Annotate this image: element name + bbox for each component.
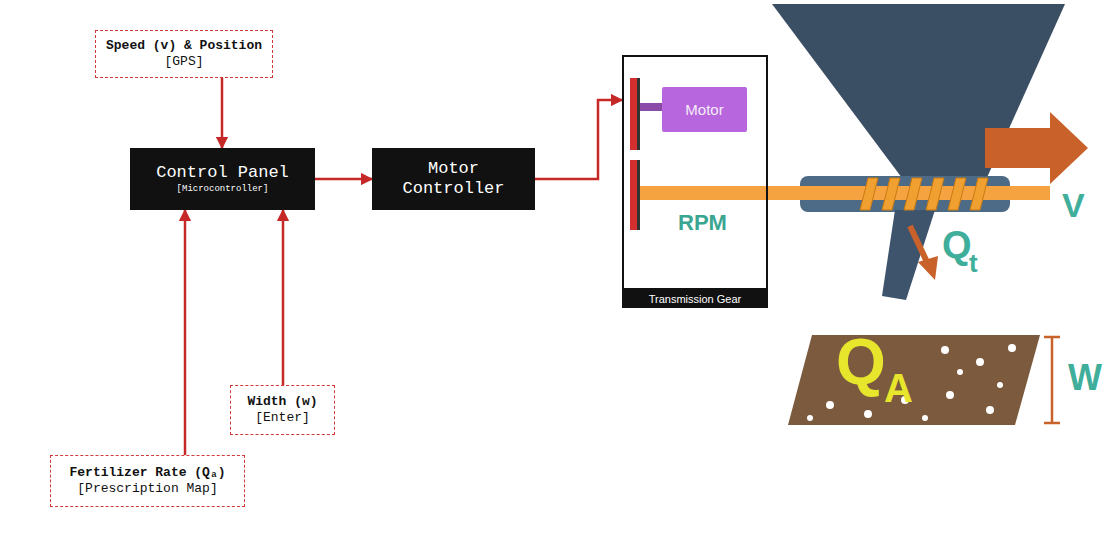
auger-flight (904, 178, 922, 210)
signal-arrow (184, 210, 187, 455)
node-subtitle: [Prescription Map] (77, 481, 217, 497)
spout (882, 210, 935, 300)
flow-arrow (910, 226, 927, 262)
auger-flight (882, 178, 900, 210)
auger-flight (860, 178, 878, 210)
auger-flight (970, 178, 988, 210)
input-box: Width (w)[Enter] (230, 385, 335, 435)
gear-plate-edge (637, 78, 640, 150)
rpm-label: RPM (678, 212, 727, 234)
node-title: Motor (685, 101, 723, 119)
node-subtitle: [GPS] (165, 54, 204, 70)
flow-label: Q (942, 226, 972, 264)
motor-box: Motor (662, 87, 747, 132)
area-rate-label: Q (836, 330, 886, 394)
input-box: Fertilizer Rate (Qₐ)[Prescription Map] (50, 455, 245, 507)
signal-arrow (535, 100, 622, 179)
input-box: Speed (v) & Position[GPS] (95, 30, 273, 78)
width-bracket (1044, 422, 1060, 425)
auger-flight (926, 178, 944, 210)
gear-plate (630, 160, 637, 230)
motor-controller: Motor Controller (372, 148, 535, 210)
width-bracket (1051, 337, 1054, 423)
travel-arrow (985, 112, 1088, 184)
node-title: Fertilizer Rate (Qₐ) (69, 465, 225, 481)
gear-plate-edge (637, 160, 640, 230)
node-subtitle: [Microcontroller] (177, 184, 269, 195)
auger-flight (948, 178, 966, 210)
width-bracket (1044, 336, 1060, 339)
node-title: Width (w) (247, 394, 317, 410)
flow-arrowhead (918, 256, 938, 280)
transmission-gear: Transmission GearMotor (622, 55, 768, 290)
width-label: W (1068, 360, 1102, 396)
auger-flights (860, 178, 988, 210)
ground-area (788, 335, 1040, 425)
velocity-label: V (1062, 188, 1085, 222)
control-panel: Control Panel[Microcontroller] (130, 148, 315, 210)
signal-arrow (315, 178, 372, 181)
signal-arrow (282, 210, 285, 385)
gear-plate (630, 78, 637, 150)
node-title: Motor Controller (382, 159, 525, 200)
motor-spindle (640, 103, 662, 111)
area-rate-subscript: A (884, 368, 913, 408)
node-title: Transmission Gear (622, 290, 768, 308)
signal-arrow (221, 78, 224, 148)
flow-subscript: t (969, 250, 978, 276)
node-title: Speed (v) & Position (106, 38, 262, 54)
node-subtitle: [Enter] (255, 410, 310, 426)
node-title: Control Panel (156, 163, 289, 183)
auger-shaft (640, 186, 1050, 200)
